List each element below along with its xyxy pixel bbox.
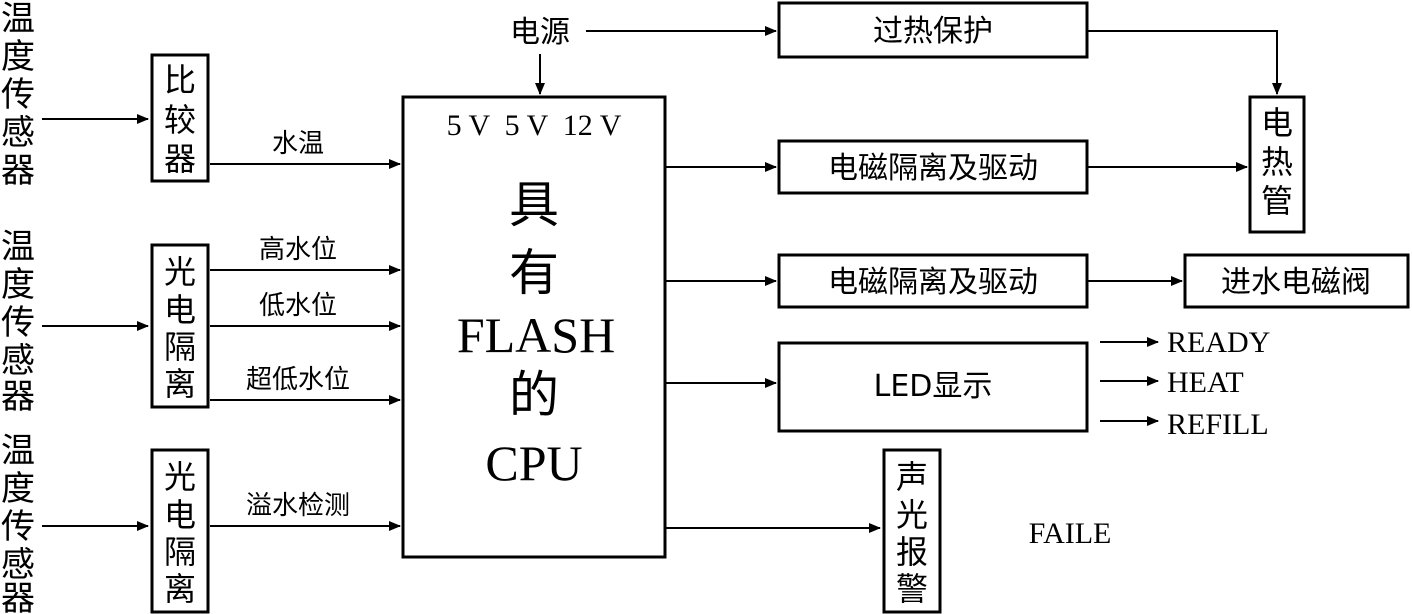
opto-isolator-1-char: 电 (164, 291, 196, 329)
sensor-1-char: 器 (1, 151, 35, 191)
comparator-box (150, 53, 210, 183)
alarm-box (882, 448, 942, 614)
overheat-to-heater-arrow (1087, 30, 1282, 95)
cpu-voltages: 5 V 5 V 12 V (447, 109, 622, 142)
cpu-text-4: 的 (509, 366, 559, 424)
water-temp-label: 水温 (272, 129, 324, 159)
ready-label: READY (1167, 326, 1270, 359)
alarm-char: 声 (896, 458, 928, 496)
ultra-low-level-label: 超低水位 (246, 365, 350, 395)
led-display-box (777, 341, 1089, 433)
heater-box (1248, 95, 1306, 234)
cpu-text-2: 有 (509, 244, 559, 302)
sensor-1-char: 感 (1, 113, 35, 153)
opto-isolator-2-char: 光 (164, 458, 196, 496)
sensor-1-char: 传 (1, 75, 35, 115)
heater-char: 电 (1261, 104, 1293, 142)
opto-isolator-box-1 (150, 243, 210, 409)
alarm-char: 警 (896, 570, 928, 608)
overheat-protection-label: 过热保护 (873, 14, 993, 49)
alarm-char: 报 (896, 533, 928, 571)
sensor-3-char: 感 (1, 545, 35, 585)
opto-isolator-1-char: 离 (164, 365, 196, 403)
em-driver-2-label: 电磁隔离及驱动 (828, 265, 1038, 300)
overheat-protection-box (777, 1, 1089, 59)
power-label: 电源 (510, 15, 570, 50)
opto-isolator-2-char: 隔 (164, 533, 196, 571)
comparator-char: 器 (164, 140, 196, 178)
sensor-3-char: 传 (1, 507, 35, 547)
temp-sensor-2: 温 度 传 感 器 (1, 227, 35, 417)
heater-char: 热 (1261, 143, 1293, 181)
opto-isolator-2-char: 离 (164, 570, 196, 608)
sensor-2-char: 温 (1, 227, 35, 267)
heat-label: HEAT (1167, 366, 1244, 399)
refill-label: REFILL (1167, 408, 1269, 441)
temp-sensor-3: 温 度 传 感 器 (1, 431, 35, 614)
cpu-text-1: 具 (509, 176, 559, 234)
sensor-3-char: 度 (1, 469, 35, 509)
led-display-label: LED显示 (874, 369, 993, 404)
inlet-valve-box (1183, 253, 1410, 309)
em-driver-box-1 (777, 139, 1089, 195)
sensor-2-char: 感 (1, 341, 35, 381)
sensor-2-char: 传 (1, 303, 35, 343)
cpu-text-3: FLASH (457, 307, 615, 363)
temp-sensor-1: 温 度 传 感 器 (1, 0, 35, 191)
heater-char: 管 (1261, 182, 1293, 220)
high-level-label: 高水位 (259, 235, 337, 265)
opto-isolator-1-char: 光 (164, 253, 196, 291)
sensor-1-char: 温 (1, 0, 35, 39)
sensor-2-char: 度 (1, 265, 35, 305)
cpu-text-5: CPU (485, 435, 582, 491)
cpu-box (401, 95, 667, 559)
sensor-1-char: 度 (1, 37, 35, 77)
sensor-3-char: 器 (1, 579, 35, 614)
comparator-char: 较 (164, 101, 196, 139)
em-driver-box-2 (777, 253, 1089, 309)
low-level-label: 低水位 (259, 291, 337, 321)
opto-isolator-box-2 (150, 448, 210, 614)
faile-label: FAILE (1029, 517, 1112, 550)
inlet-valve-label: 进水电磁阀 (1221, 265, 1371, 300)
sensor-2-char: 器 (1, 377, 35, 417)
em-driver-1-label: 电磁隔离及驱动 (828, 151, 1038, 186)
sensor-3-char: 温 (1, 431, 35, 471)
opto-isolator-2-char: 电 (164, 496, 196, 534)
overflow-label: 溢水检测 (246, 491, 350, 521)
opto-isolator-1-char: 隔 (164, 328, 196, 366)
comparator-char: 比 (164, 61, 196, 99)
alarm-char: 光 (896, 496, 928, 534)
